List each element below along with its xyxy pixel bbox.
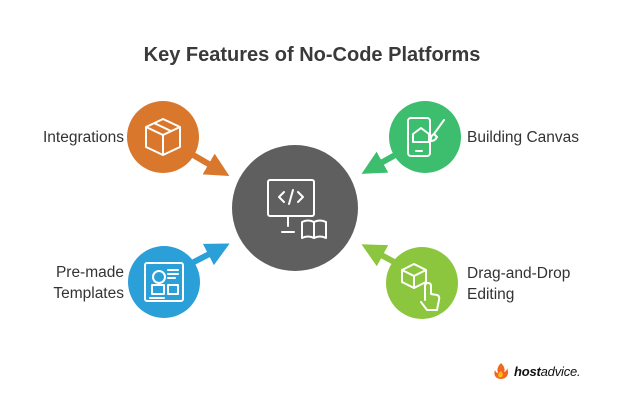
building-canvas-arrow [361,151,400,174]
brand-name: hostadvice. [514,363,581,379]
building-canvas-label: Building Canvas [467,129,580,146]
drag-drop-label-line1: Drag-and-Drop [467,265,571,282]
drag-drop-label-line2: Editing [467,286,515,303]
templates-label: Pre-made Templates [20,262,124,304]
drag-drop-label: Drag-and-Drop Editing [467,263,617,305]
brand-name-light: advice. [540,363,581,379]
brand-logo[interactable]: hostadvice. [492,360,581,382]
diagram-title: Key Features of No-Code Platforms [143,44,481,66]
templates-arrow [187,243,230,267]
phone-paintbrush-icon [407,117,445,157]
template-layout-icon [144,262,184,302]
code-monitor-book-icon [267,179,327,239]
drag-drop-arrow [361,244,399,267]
brand-flame-icon [494,363,509,379]
cube-hand-icon [401,263,441,311]
templates-label-line1: Pre-made [55,264,124,281]
center-node [232,145,358,271]
building-canvas-node [389,101,461,173]
brand-name-bold: host [514,363,541,379]
cube-icon [145,118,181,156]
integrations-label: Integrations [43,129,124,146]
templates-label-line2: Templates [53,285,124,302]
templates-node [128,246,200,318]
integrations-node [127,101,199,173]
drag-drop-node [386,247,458,319]
